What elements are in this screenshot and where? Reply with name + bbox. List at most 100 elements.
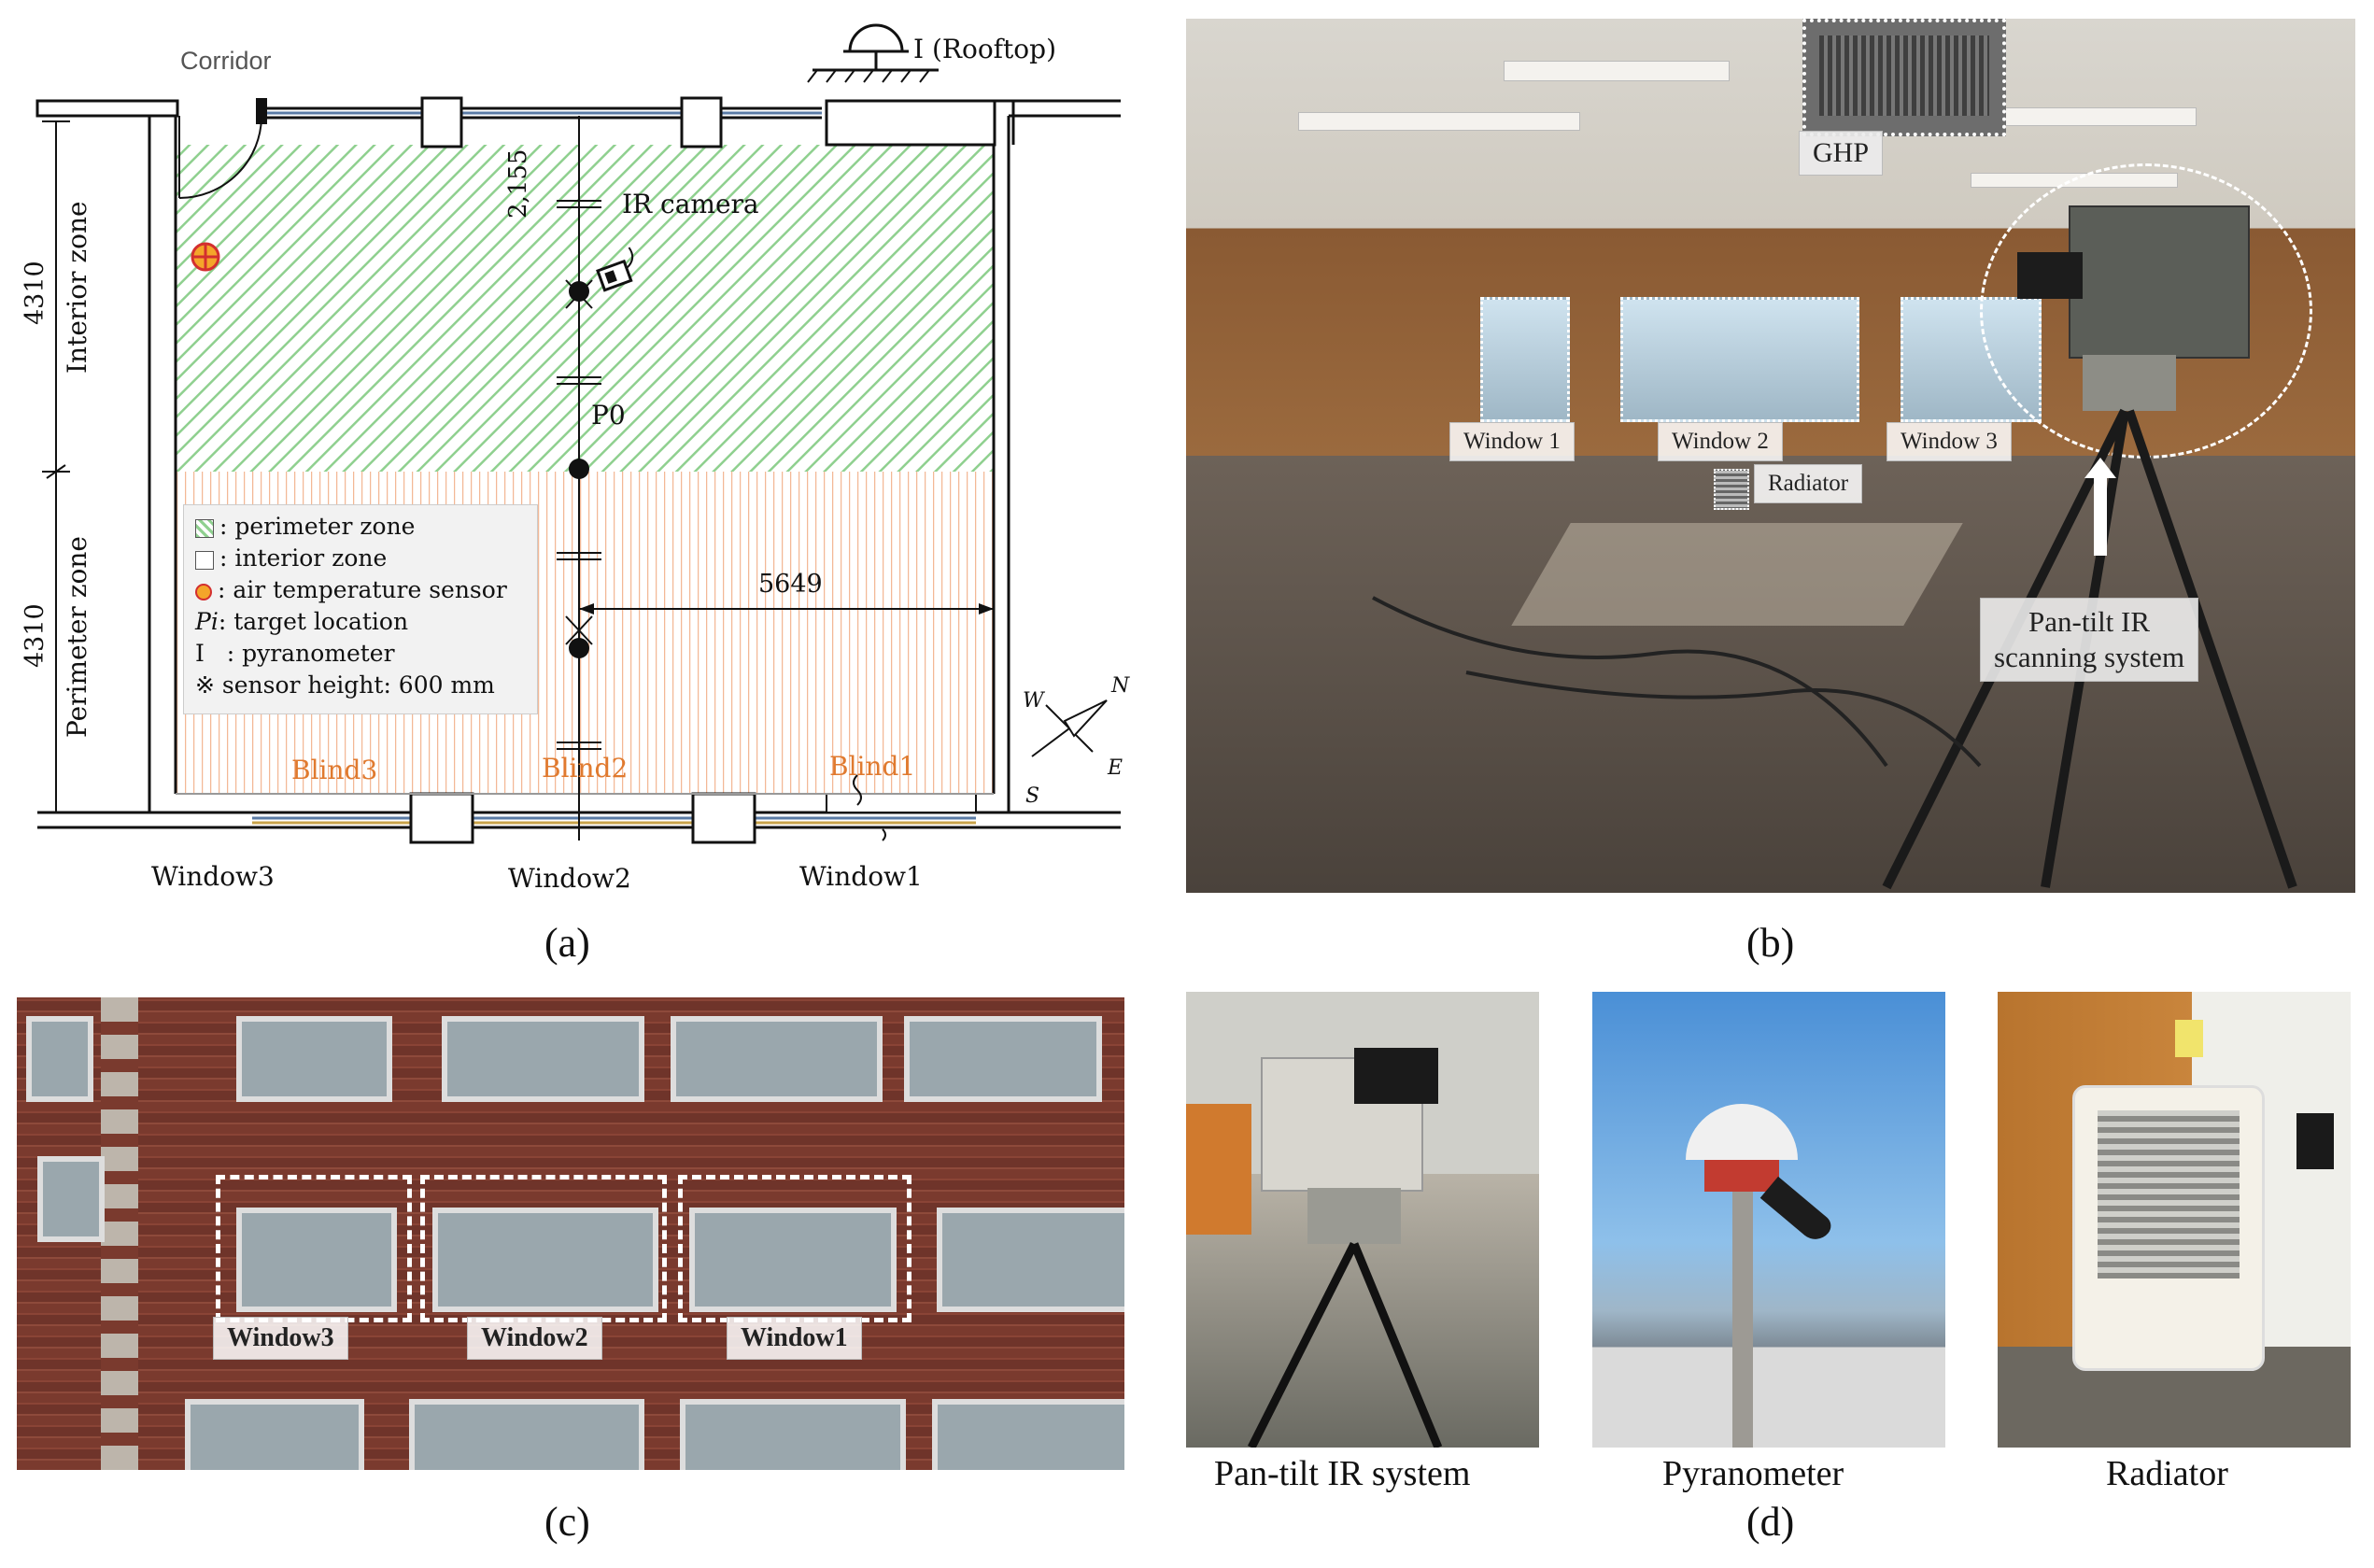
pyranometer-dome [1686, 1104, 1798, 1160]
facade-window [432, 1208, 658, 1312]
legend-perimeter-swatch [195, 518, 214, 538]
ir-camera-body [1354, 1048, 1438, 1104]
ghp-vent [1819, 35, 1989, 116]
legend-interior-text: : interior zone [219, 544, 388, 572]
compass-e: E [1108, 756, 1123, 780]
blind2-label: Blind2 [542, 753, 629, 784]
facade-window [689, 1208, 897, 1312]
window-2-glass [1620, 297, 1859, 422]
floor-plan-diagram [35, 23, 1121, 844]
radiator-photo [1998, 992, 2351, 1448]
ghp-tag: GHP [1799, 131, 1884, 176]
facade-window [236, 1016, 392, 1102]
panel-d-label: (d) [1746, 1499, 1795, 1545]
pyranometer-handle [1759, 1176, 1836, 1247]
caption-pyranometer: Pyranometer [1662, 1454, 1844, 1493]
legend-target-prefix: Pi [195, 608, 219, 635]
facade-window [442, 1016, 644, 1102]
compass-icon [1031, 699, 1108, 757]
window3-label: Window3 [151, 861, 275, 892]
window-1-glass [1480, 297, 1570, 422]
tripod-lines [1372, 408, 2297, 890]
window3-highlight [216, 1175, 412, 1322]
facade-window [26, 1016, 93, 1102]
caption-radiator: Radiator [2106, 1454, 2228, 1493]
ceiling-light [1504, 61, 1730, 81]
perimeter-zone-label: Perimeter zone [62, 536, 92, 738]
legend-box: : perimeter zone : interior zone : air t… [183, 504, 538, 714]
ghp-unit [1802, 19, 2006, 136]
dimension-4310-bottom: 4310 [21, 603, 49, 668]
legend-target: Pi: target location [195, 606, 526, 638]
window2-label: Window2 [508, 863, 631, 894]
facade-window [932, 1399, 1124, 1470]
legend-sensor-height: ※ sensor height: 600 mm [195, 671, 495, 699]
sticky-note [2175, 1020, 2203, 1057]
facade-window [236, 1208, 397, 1312]
window3-tag: Window3 [213, 1317, 348, 1360]
panel-b-label: (b) [1746, 920, 1795, 966]
facade-window [671, 1016, 883, 1102]
room-photo: GHP Window 1 Window 2 Window 3 Radiator … [1186, 19, 2355, 893]
window-3-tag: Window 3 [1886, 422, 2012, 461]
radiator-tag: Radiator [1754, 464, 1863, 503]
ir-camera-label: IR camera [622, 189, 759, 219]
legend-air-sensor-text: : air temperature sensor [218, 576, 507, 603]
compass-s: S [1025, 784, 1040, 808]
pyranometer-photo [1592, 992, 1945, 1448]
window-2-tag: Window 2 [1658, 422, 1783, 461]
window2-highlight [420, 1175, 667, 1322]
window-1-tag: Window 1 [1449, 422, 1575, 461]
facade-window [37, 1156, 105, 1242]
legend-air-sensor: : air temperature sensor [195, 574, 526, 606]
ir-camera-icon [596, 247, 634, 292]
legend-interior-swatch [195, 550, 214, 570]
legend-pyranometer: I : pyranometer [195, 638, 526, 670]
ir-camera-body [2017, 252, 2083, 299]
interior-zone-label: Interior zone [62, 201, 92, 374]
legend-pyr-prefix: I [195, 640, 205, 667]
tripod-lines [1247, 1241, 1443, 1448]
stone-quoin [101, 997, 138, 1470]
pantilt-tag-line2: scanning system [1994, 641, 2185, 673]
dimension-2155: 2,155 [504, 148, 532, 219]
air-temperature-sensor-icon [191, 242, 220, 272]
legend-pyranometer-text: : pyranometer [226, 640, 395, 667]
radiator-grille [2098, 1110, 2240, 1278]
facade-window [409, 1399, 644, 1470]
window2-tag: Window2 [467, 1317, 602, 1360]
pyranometer-mount [1704, 1160, 1779, 1192]
facade-photo: Window3 Window2 Window1 [17, 997, 1124, 1470]
compass-w: W [1023, 689, 1044, 713]
arrow-up-icon [2084, 458, 2116, 478]
window1-tag: Window1 [727, 1317, 862, 1360]
pantilt-base [1307, 1188, 1401, 1244]
panel-c-label: (c) [544, 1499, 590, 1545]
dimension-4310-top: 4310 [21, 261, 49, 325]
pantilt-base [2083, 355, 2176, 411]
caption-pantilt: Pan-tilt IR system [1214, 1454, 1471, 1493]
interior-zone-area [176, 145, 994, 472]
pyranometer-icon [807, 23, 939, 83]
blind3-label: Blind3 [291, 755, 378, 785]
legend-perimeter: : perimeter zone [195, 511, 526, 543]
panel-a-label: (a) [544, 920, 590, 966]
legend-air-sensor-icon [195, 583, 212, 600]
corridor-label: Corridor [180, 47, 272, 75]
ceiling-light [1298, 112, 1580, 131]
facade-window [904, 1016, 1102, 1102]
facade-window [680, 1399, 906, 1470]
arrow-shaft [2094, 472, 2107, 556]
radiator-body [2072, 1085, 2265, 1371]
target-point [569, 638, 589, 658]
ir-camera-point [569, 281, 589, 302]
pyranometer-pole [1732, 1192, 1753, 1448]
window1-highlight [678, 1175, 911, 1322]
compass-n: N [1111, 674, 1130, 698]
plug-icon [2296, 1113, 2334, 1169]
pantilt-tag-line1: Pan-tilt IR [2028, 605, 2151, 638]
facade-window [937, 1208, 1124, 1312]
dimension-5649: 5649 [758, 570, 823, 599]
radiator-icon [1714, 469, 1749, 510]
blind1-label: Blind1 [829, 751, 916, 782]
